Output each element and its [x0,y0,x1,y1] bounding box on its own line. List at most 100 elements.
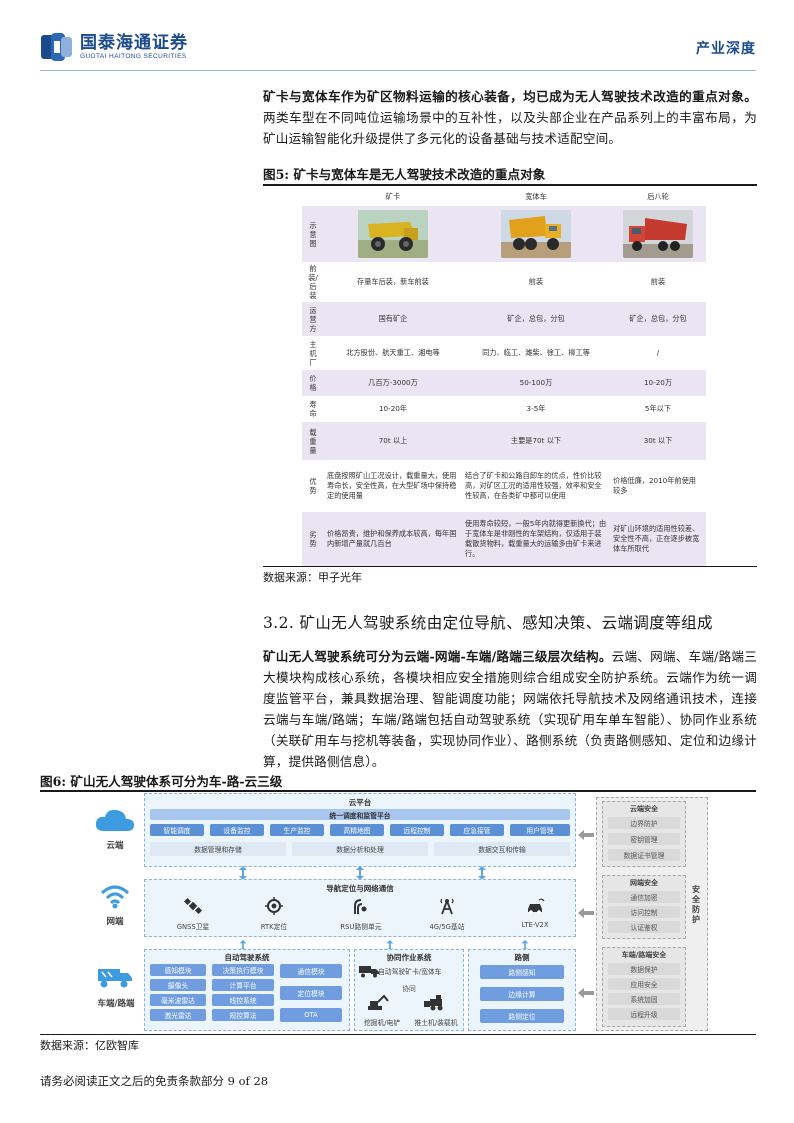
table-cell: 主要是70t 以下 [510,436,562,445]
row-label: 载重量 [309,427,317,455]
table-cell: 对矿山环境的适用性较差、安全性不高，正在逐步被宽体车所取代 [613,524,700,553]
table-cell: 前装 [528,277,544,286]
page-footer: 请务必阅读正文之后的免责条款部分 9 of 28 [40,1074,269,1088]
table-header-row: 矿卡 宽体车 后八轮 [302,188,706,206]
coop-system-box [354,949,464,1031]
figure6-title: 图6: 矿山无人驾驶体系可分为车-路-云三级 [40,774,283,789]
intro-text: 两类车型在不同吨位运输场景中的互补性，以及头部企业在产品系列上的丰富布局，为矿山… [263,110,757,146]
cloud-module: 用户管理 [510,824,570,836]
logo-english-name: GUOTAI HAITONG SECURITIES [80,52,187,60]
table-row: 寿命 10-20年 3-5年 5年以下 [302,396,706,422]
table-row: 劣势 价格昂贵，维护和保养成本较高，每年国内新增产量就几百台 使用寿命较短，一般… [302,512,706,566]
header-divider [40,70,756,71]
row-label: 运营方 [309,305,317,333]
row-label: 优势 [309,477,317,495]
table-cell: 价格昂贵，维护和保养成本较高，每年国内新增产量就几百台 [327,529,457,548]
table-cell: 矿企，总包，分包 [629,314,687,323]
autodrive-item: 通信模块 [280,964,342,978]
security-side-label: 安全防护 [692,885,700,924]
network-title: 导航定位与网络通信 [326,884,394,893]
row-label: 劣势 [309,530,317,548]
network-item-label: GNSS卫星 [176,923,210,931]
double-arrow-icon [355,865,365,884]
table-cell: 同力、临工、潍柴、徐工、柳工等 [482,348,590,357]
autodrive-item: 毫米波雷达 [150,994,206,1006]
figure5-bottom-rule [263,566,757,567]
table-cell: 30t 以下 [643,436,673,445]
security-item: 数据证书管理 [608,849,680,861]
cloud-icon [94,807,136,837]
figure5-top-rule [263,184,757,186]
cloud-module: 高精地图 [330,824,384,836]
row-label: 前装/后装 [308,264,318,300]
table-cell: 50-100万 [519,378,553,387]
figure5-title: 图5: 矿卡与宽体车是无人驾驶技术改造的重点对象 [263,167,546,182]
row-label: 示意图 [309,220,317,248]
autodrive-item: 定位模块 [280,986,342,1000]
table-cell: / [656,348,660,357]
table-cell: 10-20年 [378,404,408,413]
excavator-icon [366,993,390,1015]
autodrive-item: OTA [280,1008,342,1022]
roadside-item: 路侧定位 [480,1009,564,1023]
roadside-title: 路侧 [514,953,530,962]
security-item: 密钥管理 [608,833,680,845]
security-group-title: 云端安全 [630,805,658,813]
table-row: 优势 底盘按照矿山工况设计，载重量大，使用寿命长，安全性高，在大型矿场中保持稳定… [302,460,706,512]
autodrive-item: 感知模块 [150,964,206,976]
coop-link-label: 协同 [402,985,416,993]
network-item-label: LTE-V2X [521,921,549,929]
table-cell: 存量车后装，新车前装 [357,277,429,286]
wifi-icon [100,883,130,913]
loader-icon [422,993,448,1015]
row-label: 主机厂 [309,339,317,367]
car-signal-icon [525,897,545,919]
cloud-data-item: 数据交互和传输 [434,842,570,856]
figure5-source: 数据来源：甲子光年 [263,571,362,584]
tower-icon [438,897,456,919]
autodrive-item: 规控算法 [212,1009,274,1021]
figure5-table: 矿卡 宽体车 后八轮 示意图 [302,188,706,566]
autodrive-item: 线控系统 [212,994,274,1006]
security-item: 远程升级 [608,1008,680,1020]
column-header-mining-truck: 矿卡 [385,192,401,201]
row-label: 价格 [309,374,317,392]
column-header-wide-body-truck: 宽体车 [525,192,547,201]
mining-truck-image [358,210,428,258]
intro-paragraph: 矿卡与宽体车作为矿区物料运输的核心装备，均已成为无人驾驶技术改造的重点对象。两类… [263,86,757,149]
cloud-platform-title: 云平台 [348,798,372,807]
company-logo: 国泰海通证券 GUOTAI HAITONG SECURITIES [40,32,188,62]
tier-label-cloud: 云端 [106,841,124,851]
roadside-item: 路侧感知 [480,965,564,979]
row-label: 寿命 [309,400,317,418]
table-cell: 底盘按照矿山工况设计，载重量大，使用寿命长，安全性高，在大型矿场中保持稳定的使用… [327,471,457,500]
figure6-bottom-rule [40,1034,756,1035]
system-text: 云端、网端、车端/路端三大模块构成核心系统，各模块相应安全措施则综合组成安全防护… [263,649,757,769]
architecture-diagram: 云端 网端 车端/路端 云平台 统一调度和监管平台 智能调度 设备监控 生产监控… [40,793,756,1033]
security-item: 访问控制 [608,906,680,918]
column-header-eight-wheel-truck: 后八轮 [647,192,669,201]
security-group-title: 网端安全 [630,879,658,887]
table-cell: 价格低廉，2010年前使用较多 [613,476,696,495]
figure6-source: 数据来源：亿欧智库 [40,1039,139,1052]
left-arrow-icon [578,825,594,844]
table-cell: 前装 [650,277,666,286]
network-item-label: RTK定位 [260,923,288,931]
cloud-module: 智能调度 [150,824,204,836]
intro-bold-text: 矿卡与宽体车作为矿区物料运输的核心装备，均已成为无人驾驶技术改造的重点对象。 [263,89,757,104]
figure6-top-rule [40,790,756,792]
logo-chinese-name: 国泰海通证券 [80,32,188,53]
section-heading: 3.2. 矿山无人驾驶系统由定位导航、感知决策、云端调度等组成 [263,614,713,632]
logo-mark-icon [40,32,74,62]
truck-icon [96,965,134,993]
table-cell: 10-20万 [643,378,673,387]
network-item-label: RSU路侧单元 [340,923,382,931]
autodrive-title: 自动驾驶系统 [224,953,270,962]
table-row: 运营方 国有矿企 矿企，总包，分包 矿企，总包，分包 [302,302,706,336]
network-box [144,879,576,937]
autodrive-item: 摄像头 [150,979,206,991]
coop-loader-label: 推土机/装载机 [414,1019,458,1027]
table-cell: 北方股份、航天重工、湘电等 [346,348,440,357]
security-group-title: 车端/路端安全 [621,951,667,959]
eight-wheel-truck-image [623,210,693,258]
